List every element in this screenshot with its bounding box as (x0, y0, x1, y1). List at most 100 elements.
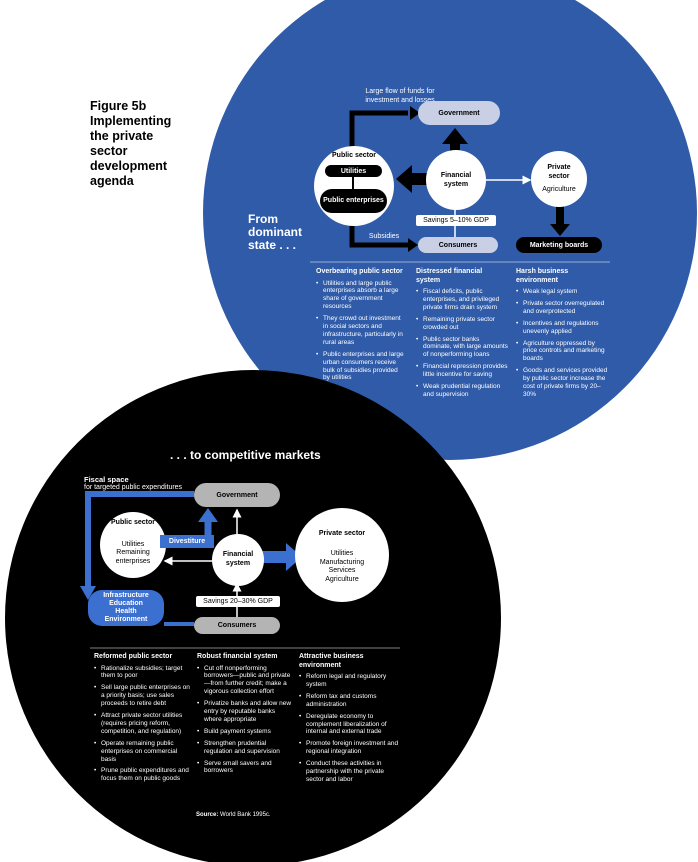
top-private-circle (531, 151, 587, 207)
top-arrow-funds (349, 110, 408, 150)
list-item: Reform tax and customs administration (299, 693, 399, 709)
bottom-financial-system-label: Financial system (222, 551, 254, 567)
bottom-arrow-fin-priv (262, 551, 288, 563)
bottom-financial-circle (212, 534, 264, 586)
top-heading-line: From (248, 212, 278, 226)
list-item: Conduct these activities in partnership … (299, 760, 399, 784)
figure-title-line: the private (90, 129, 154, 143)
list-item: They crowd out investment in social sect… (316, 315, 406, 347)
top-utilities-pill: Utilities (325, 165, 382, 177)
infra-item: Environment (104, 616, 148, 623)
top-public-sector-label: Public sector (332, 152, 376, 159)
source-note: Source: World Bank 1995c. (196, 812, 316, 818)
top-subsidies-label: Subsidies (368, 233, 400, 240)
bottom-private-circle (295, 508, 389, 602)
figure-title-line: Figure 5b (90, 99, 147, 113)
list-item: Fiscal deficits, public enterprises, and… (416, 288, 508, 312)
column-heading: Overbearing public sector (316, 268, 403, 275)
top-savings-box: Savings 5–10% GDP (416, 215, 496, 226)
top-public-enterprises-pill: Public enterprises (320, 189, 387, 213)
top-column-public: Overbearing public sector Utilities and … (316, 268, 406, 386)
bottom-column-public: Reformed public sector Rationalize subsi… (94, 653, 190, 787)
list-item: Serve small savers and borrowers (197, 760, 293, 776)
top-agriculture-label: Agriculture (542, 186, 576, 193)
list-item: Privatize banks and allow new entry by r… (197, 700, 293, 724)
bottom-column-financial: Robust financial system Cut off nonperfo… (197, 653, 293, 779)
bottom-savings-box: Savings 20–30% GDP (196, 596, 280, 607)
list-item: Private sector overregulated and overpro… (516, 300, 608, 316)
bottom-black-circle (5, 370, 501, 862)
column-heading: Reformed public sector (94, 653, 173, 660)
bottom-divestiture-label: Divestiture (160, 535, 214, 548)
list-item: Sell large public enterprises on a prior… (94, 684, 190, 708)
list-item: Prune public expenditures and focus them… (94, 767, 190, 783)
private-item: Utilities (330, 550, 354, 557)
bottom-remaining-enterprises-label: Remaining enterprises (115, 549, 151, 565)
top-financial-system-label: Financial system (440, 172, 472, 188)
top-arrow-subsidies (349, 222, 408, 248)
infra-item: Infrastructure (103, 592, 149, 599)
column-heading: Distressed financial system (416, 268, 483, 284)
bottom-fiscal-space-label: Fiscal space (84, 475, 129, 484)
bottom-fiscal-space-sub: for targeted public expenditures (84, 484, 183, 491)
private-item: Agriculture (325, 575, 359, 583)
list-item: Goods and services provided by public se… (516, 367, 608, 399)
top-utilities-connector (352, 177, 354, 189)
top-column-financial: Distressed financial system Fiscal defic… (416, 268, 508, 403)
bottom-public-sector-circle (100, 512, 166, 578)
figure-title: Figure 5b Implementing the private secto… (90, 99, 230, 189)
list-item: Operate remaining public enterprises on … (94, 740, 190, 764)
list-item: Incentives and regulations unevenly appl… (516, 320, 608, 336)
bottom-consumers-pill: Consumers (194, 617, 280, 634)
infra-item: Health (115, 608, 137, 615)
top-column-business: Harsh business environment Weak legal sy… (516, 268, 608, 403)
bottom-government-pill: Government (194, 483, 280, 507)
column-heading: Attractive business environment (299, 653, 364, 669)
bottom-utilities-label: Utilities (121, 541, 145, 548)
bottom-private-items: Utilities Manufacturing Services Agricul… (306, 550, 378, 584)
column-heading: Harsh business environment (516, 268, 569, 284)
bottom-column-business: Attractive business environment Reform l… (299, 653, 399, 788)
bottom-public-sector-label: Public sector (111, 519, 155, 526)
bottom-heading: . . . to competitive markets (170, 448, 321, 462)
list-item: Weak prudential regulation and supervisi… (416, 383, 508, 399)
list-item: Financial repression provides little inc… (416, 363, 508, 379)
bottom-infrastructure-pill: Infrastructure Education Health Environm… (88, 590, 164, 626)
top-government-pill: Government (418, 101, 500, 125)
column-heading: Robust financial system (197, 653, 278, 660)
list-item: Weak legal system (516, 288, 608, 296)
figure-title-line: sector (90, 144, 128, 158)
list-item: Rationalize subsidies; target them to po… (94, 665, 190, 681)
top-heading: From dominant state . . . (248, 213, 328, 252)
list-item: Agriculture oppressed by price controls … (516, 340, 608, 364)
list-item: Public sector banks dominate, with large… (416, 336, 508, 360)
top-private-sector-label: Private sector (547, 164, 571, 180)
top-financial-circle (426, 150, 486, 210)
private-item: Manufacturing (319, 558, 365, 566)
top-flow-label: Large flow of funds for investment and l… (365, 88, 435, 104)
list-item: Reform legal and regulatory system (299, 673, 399, 689)
top-heading-line: state . . . (248, 238, 297, 252)
figure-title-line: Implementing (90, 114, 172, 128)
list-item: Strengthen prudential regulation and sup… (197, 740, 293, 756)
figure-title-line: agenda (90, 174, 134, 188)
top-marketing-boards-pill: Marketing boards (516, 237, 602, 253)
infra-item: Education (109, 600, 143, 607)
bottom-arrow-fiscal (85, 491, 194, 590)
top-heading-line: dominant (248, 225, 302, 239)
list-item: Attract private sector utilities (requir… (94, 712, 190, 736)
top-arrow-marketing (556, 205, 564, 225)
list-item: Utilities and large public enterprises a… (316, 280, 406, 312)
list-item: Promote foreign investment and regional … (299, 740, 399, 756)
top-consumers-pill: Consumers (418, 237, 498, 253)
list-item: Deregulate economy to complement liberal… (299, 713, 399, 737)
bottom-private-sector-label: Private sector (318, 530, 366, 537)
list-item: Build payment systems (197, 728, 293, 736)
list-item: Remaining private sector crowded out (416, 316, 508, 332)
figure-title-line: development (90, 159, 168, 173)
source-label: Source: (196, 812, 219, 818)
private-item: Services (328, 567, 356, 574)
list-item: Public enterprises and large urban consu… (316, 351, 406, 383)
source-text: World Bank 1995c. (220, 812, 271, 818)
list-item: Cut off nonperforming borrowers—public a… (197, 665, 293, 697)
